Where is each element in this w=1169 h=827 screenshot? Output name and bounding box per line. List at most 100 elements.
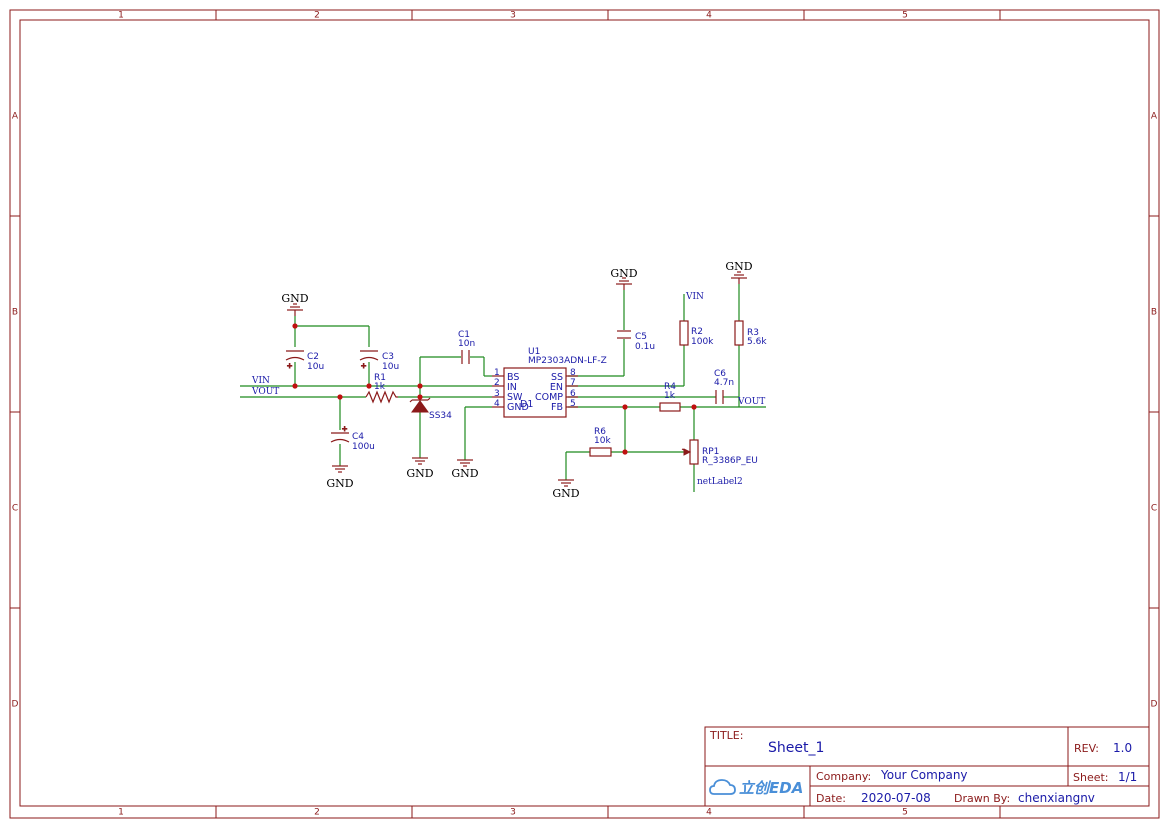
capacitor-c1[interactable]: C1 10n	[458, 330, 475, 364]
gnd-label: GND	[326, 477, 353, 490]
net-label-vout-left: VOUT	[251, 387, 279, 397]
u1-pin-5-num: 5	[570, 399, 576, 409]
zone-col-2-top: 2	[314, 11, 320, 21]
u1-pin-6-num: 6	[570, 389, 576, 399]
gnd-label: GND	[610, 267, 637, 280]
u1-value: MP2303ADN-LF-Z	[528, 356, 607, 366]
title-block: TITLE: Sheet_1 REV: 1.0 立创EDA Company: Y…	[704, 726, 1150, 807]
capacitor-c6[interactable]: C6 4.7n	[714, 369, 734, 404]
u1-pin-7-num: 7	[570, 378, 576, 388]
u1-pin-6-name: COMP	[535, 392, 563, 403]
c1-ref: C1	[458, 330, 470, 340]
c5-ref: C5	[635, 332, 647, 342]
cloud-icon	[709, 779, 736, 795]
u1-pin-5-name: FB	[551, 402, 563, 413]
rev-value: 1.0	[1113, 741, 1132, 755]
resistor-r4[interactable]: R4 1k	[659, 382, 681, 412]
c5-value: 0.1u	[635, 342, 655, 352]
rev-label: REV:	[1074, 742, 1099, 755]
zone-col-1-bottom: 1	[118, 808, 124, 818]
zone-col-3-bottom: 3	[510, 808, 516, 818]
zone-col-4-bottom: 4	[706, 808, 712, 818]
net-label-2: netLabel2	[697, 477, 743, 487]
u1-pin-4-num: 4	[494, 399, 500, 409]
r6-ref: R6	[594, 427, 606, 437]
resistor-r2[interactable]: R2 100k	[679, 320, 714, 347]
sheet-label: Sheet:	[1073, 771, 1109, 784]
r6-value: 10k	[594, 436, 611, 446]
svg-text:+: +	[287, 361, 292, 371]
zone-row-b-left: B	[12, 308, 18, 318]
zone-col-3-top: 3	[510, 11, 516, 21]
company-label: Company:	[816, 770, 871, 783]
u1-ref: U1	[528, 347, 540, 357]
potentiometer-rp1[interactable]: RP1 R_3386P_EU	[681, 439, 758, 466]
sheet-value: 1/1	[1118, 770, 1137, 784]
zone-row-b-right: B	[1151, 308, 1157, 318]
r2-ref: R2	[691, 327, 703, 337]
r3-value: 5.6k	[747, 337, 767, 347]
capacitor-c2[interactable]: + C2 10u	[285, 350, 324, 372]
gnd-label: GND	[725, 260, 752, 273]
gnd-label: GND	[406, 467, 433, 480]
r4-ref: R4	[664, 382, 676, 392]
junctions	[292, 323, 697, 455]
c2-ref: C2	[307, 352, 319, 362]
zone-col-5-top: 5	[902, 11, 908, 21]
gnd-label: GND	[451, 467, 478, 480]
gnd-symbol: GND	[451, 459, 479, 480]
c2-value: 10u	[307, 362, 324, 372]
net-label-vout-right: VOUT	[737, 397, 765, 407]
gnd-label: GND	[552, 487, 579, 500]
diode-value: SS34	[429, 411, 452, 421]
u1-pin-3-num: 3	[494, 389, 500, 399]
drawn-by-value: chenxiangnv	[1018, 791, 1095, 805]
gnd-symbol: GND	[725, 260, 753, 284]
resistor-r3[interactable]: R3 5.6k	[734, 320, 767, 347]
u1-overlay-label: D1	[520, 399, 533, 410]
c3-ref: C3	[382, 352, 394, 362]
zone-row-c-left: C	[12, 504, 18, 514]
rp1-value: R_3386P_EU	[702, 456, 758, 466]
company-value: Your Company	[880, 768, 968, 782]
title-value: Sheet_1	[768, 740, 824, 756]
ic-u1[interactable]: U1 MP2303ADN-LF-Z 1 2 3 4 BS IN SW GND D…	[492, 347, 607, 418]
diode-ss34[interactable]: SS34	[409, 397, 452, 421]
zone-row-c-right: C	[1151, 504, 1157, 514]
zone-col-5-bottom: 5	[902, 808, 908, 818]
r3-ref: R3	[747, 328, 759, 338]
c1-value: 10n	[458, 339, 475, 349]
capacitor-c5[interactable]: C5 0.1u	[617, 330, 655, 352]
u1-pin-8-name: SS	[551, 372, 563, 383]
sheet-frame: 1 2 3 4 5 1 2 3 4 5 A B C D A B C D	[9, 9, 1160, 819]
capacitor-c3[interactable]: + C3 10u	[359, 350, 399, 372]
u1-pin-2-name: IN	[507, 382, 517, 393]
u1-pin-1-name: BS	[507, 372, 519, 383]
u1-pin-3-name: SW	[507, 392, 523, 403]
zone-row-d-right: D	[1151, 700, 1158, 710]
c4-ref: C4	[352, 432, 364, 442]
gnd-symbol: GND	[610, 267, 638, 290]
r1-ref: R1	[374, 373, 386, 383]
c6-value: 4.7n	[714, 378, 734, 388]
r4-value: 1k	[664, 391, 676, 401]
r2-value: 100k	[691, 337, 714, 347]
date-label: Date:	[816, 792, 846, 805]
capacitor-c4[interactable]: + C4 100u	[330, 424, 375, 452]
c4-value: 100u	[352, 442, 375, 452]
r1-value: 1k	[374, 382, 386, 392]
zone-col-4-top: 4	[706, 11, 712, 21]
resistor-r1[interactable]: R1 1k	[365, 373, 398, 404]
c3-value: 10u	[382, 362, 399, 372]
u1-pin-2-num: 2	[494, 378, 500, 388]
zone-row-a-right: A	[1151, 112, 1158, 122]
resistor-r6[interactable]: R6 10k	[589, 427, 612, 457]
lceda-logo: 立创EDA	[709, 779, 803, 797]
zone-col-1-top: 1	[118, 11, 124, 21]
net-label-vin-r2: VIN	[685, 292, 704, 302]
date-value: 2020-07-08	[861, 791, 931, 805]
drawn-by-label: Drawn By:	[954, 792, 1010, 805]
wires	[240, 284, 766, 492]
title-label: TITLE:	[709, 729, 743, 742]
